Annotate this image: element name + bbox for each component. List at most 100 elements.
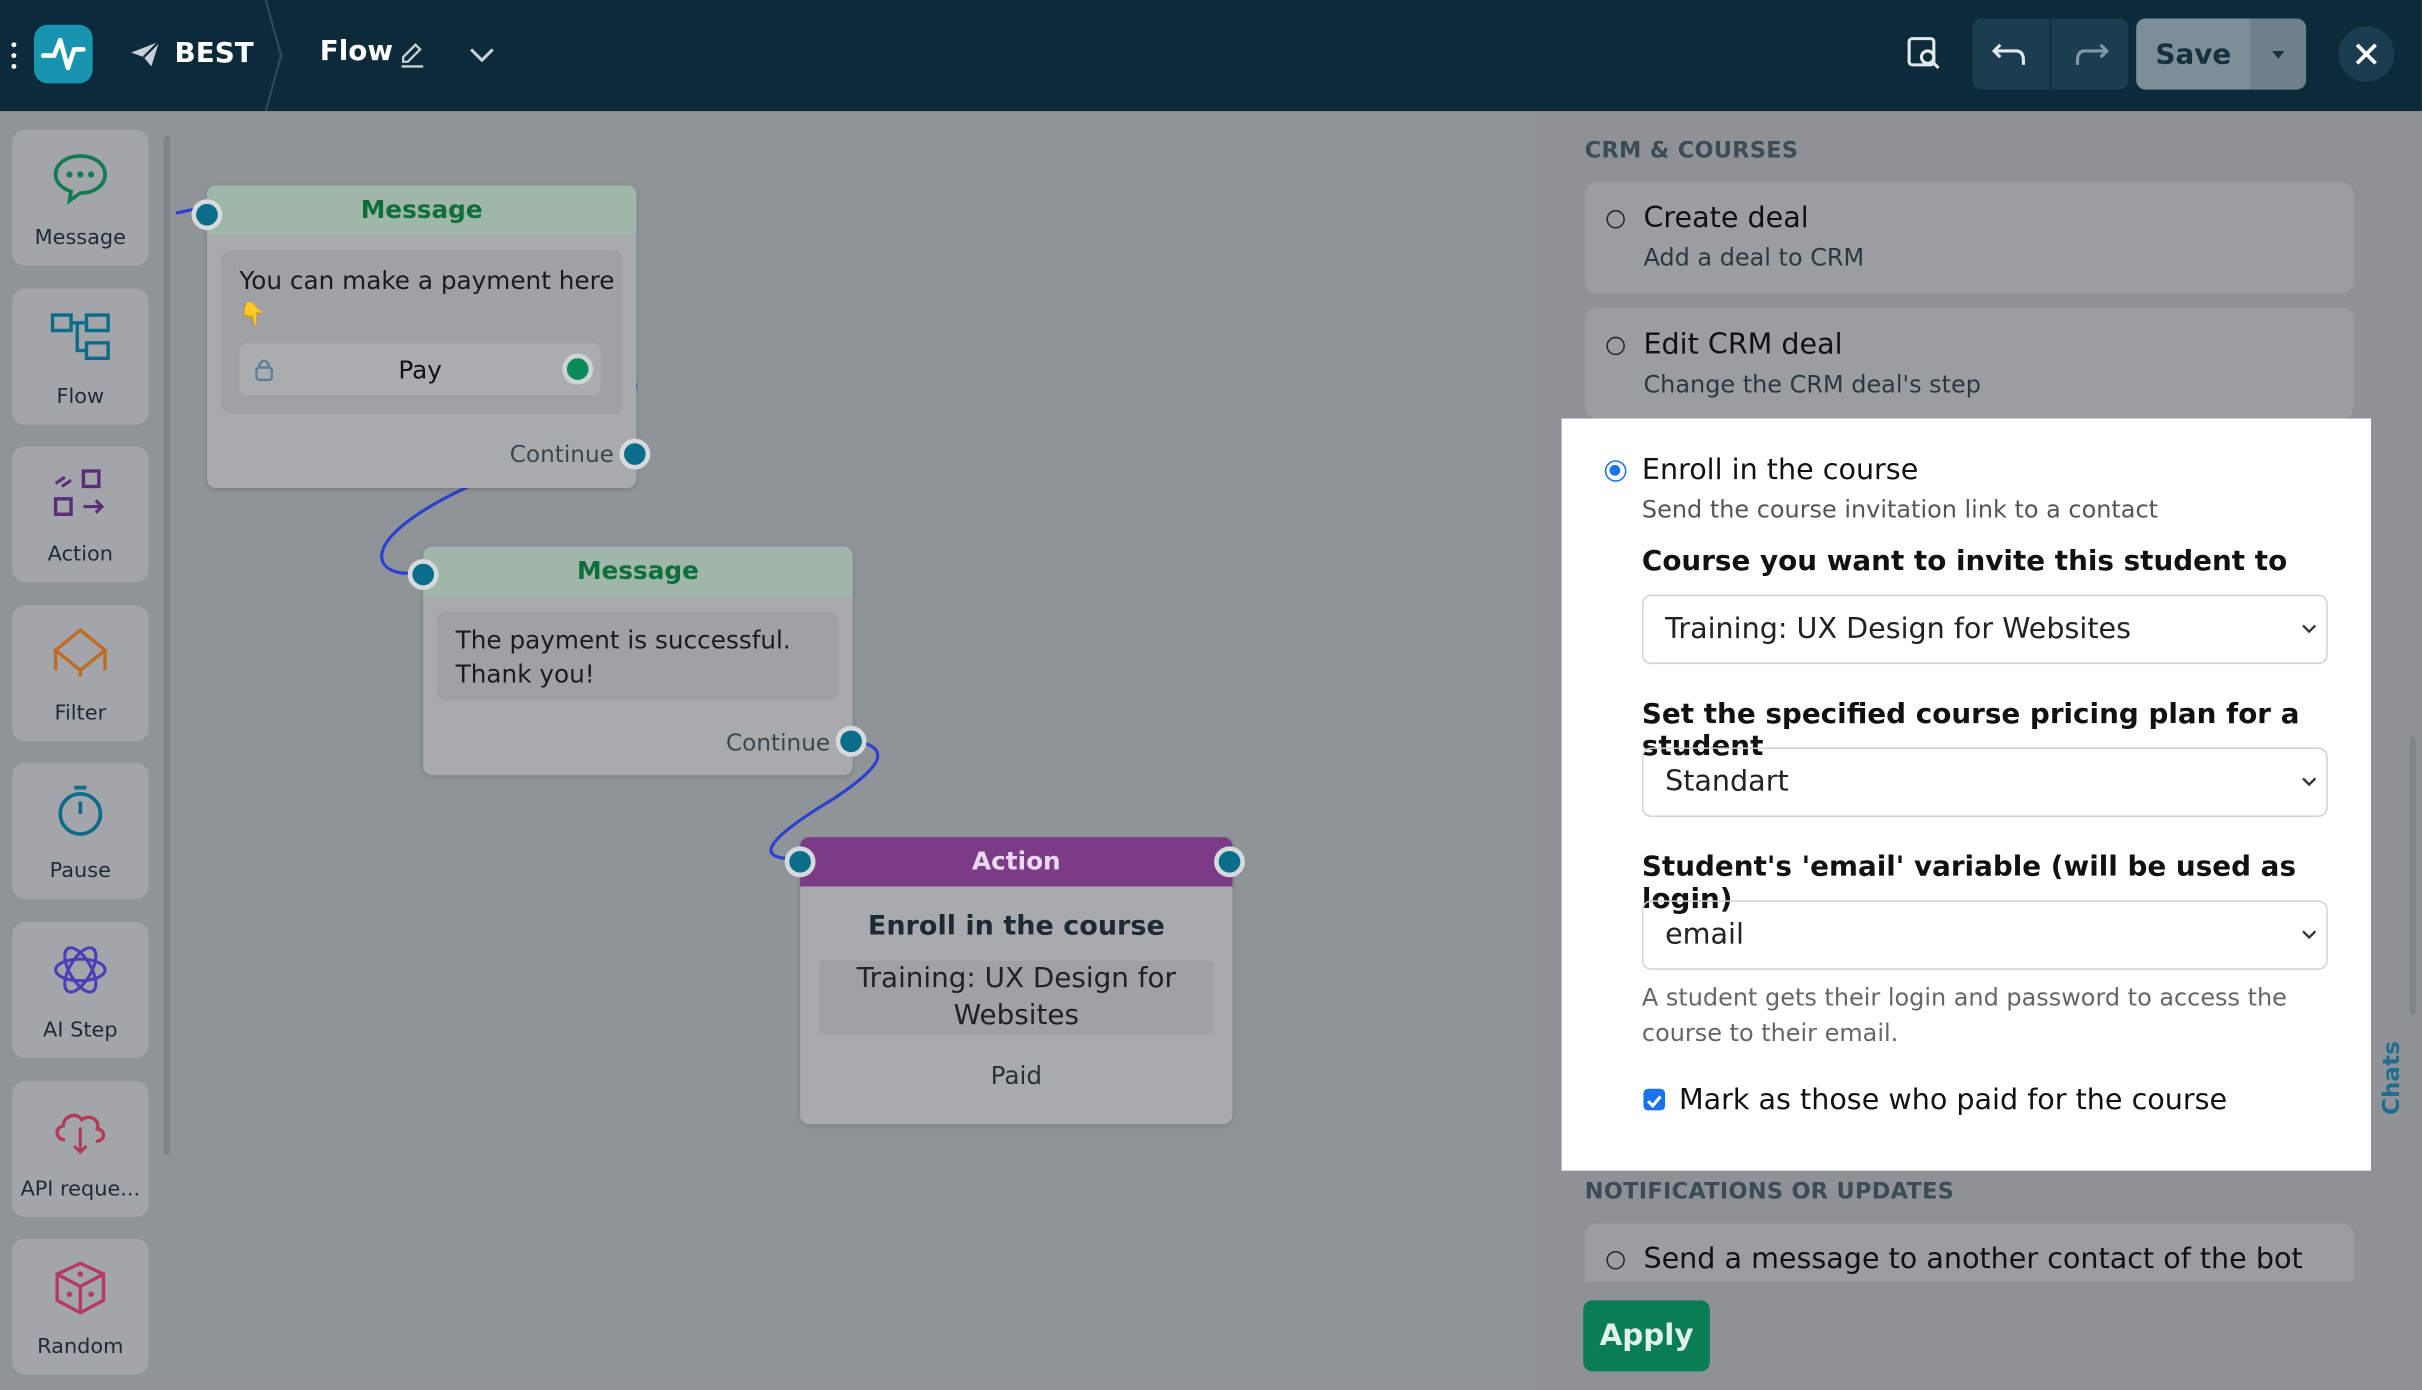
edit-pencil-icon[interactable] [399, 40, 427, 74]
node3-output-port[interactable] [1214, 846, 1245, 878]
flow-canvas[interactable]: Message You can make a payment here 👇 Pa… [169, 111, 1536, 1390]
caret-down-icon [2272, 50, 2285, 59]
tool-label: Filter [54, 701, 107, 726]
chevron-down-icon [2302, 777, 2317, 787]
pointing-down-emoji: 👇 [239, 302, 267, 328]
action-icon [53, 469, 105, 516]
message-node-2[interactable]: Message The payment is successful. Thank… [423, 546, 853, 776]
undo-icon [1991, 43, 2025, 65]
option-title: Edit CRM deal [1643, 328, 1843, 362]
filter-icon [52, 627, 108, 677]
tool-label: API reque... [20, 1176, 141, 1202]
flow-icon [50, 313, 110, 360]
email-hint-line2: course to their email. [1641, 1019, 1899, 1048]
radio-create-deal[interactable] [1606, 210, 1625, 229]
plan-field-label: Set the specified course pricing plan fo… [1641, 698, 2300, 763]
action-title: Enroll in the course [867, 911, 1165, 943]
breadcrumb-divider [263, 0, 285, 117]
message-bubble: You can make a payment here 👇 Pay [220, 250, 623, 414]
paid-checkbox-label[interactable]: Mark as those who paid for the course [1678, 1084, 2228, 1117]
panel-scrollbar[interactable] [2409, 736, 2416, 1015]
flow-title[interactable]: Flow [319, 35, 394, 68]
close-button[interactable] [2338, 26, 2395, 82]
tool-ai-step[interactable]: AI Step [12, 922, 149, 1058]
section-heading-crm: CRM & COURSES [1584, 138, 1799, 164]
option-subtitle: Change the CRM deal's step [1643, 370, 1981, 399]
checkmark-icon [1646, 1095, 1662, 1109]
redo-icon [2075, 43, 2110, 65]
option-title: Send a message to another contact of the… [1643, 1243, 2303, 1276]
paid-status: Paid [990, 1061, 1043, 1091]
enroll-course-highlight: Enroll in the course Send the course inv… [1561, 418, 2371, 1171]
email-variable-select[interactable]: email [1641, 900, 2328, 970]
stopwatch-icon [58, 785, 103, 836]
close-icon [2355, 43, 2377, 65]
radio-send-message[interactable] [1606, 1250, 1625, 1270]
paid-checkbox[interactable] [1643, 1088, 1666, 1111]
course-name-line2: Websites [953, 999, 1079, 1032]
option-send-message[interactable]: Send a message to another contact of the… [1584, 1223, 2354, 1282]
undo-button[interactable] [1972, 18, 2050, 90]
top-bar: BEST Flow Save [0, 0, 2422, 112]
tool-label: AI Step [43, 1017, 118, 1043]
option-edit-crm-deal[interactable]: Edit CRM deal Change the CRM deal's step [1584, 307, 2354, 419]
option-title: Create deal [1643, 202, 1809, 235]
more-vertical-icon[interactable] [11, 40, 17, 71]
course-select[interactable]: Training: UX Design for Websites [1641, 594, 2328, 665]
message-bubble-icon [53, 154, 107, 205]
tool-panel: Message Flow Action Filter Pause AI Step… [0, 111, 170, 1390]
radio-enroll-selected[interactable] [1604, 460, 1627, 482]
action-node[interactable]: Action Enroll in the course Training: UX… [800, 837, 1233, 1125]
chats-tab[interactable]: Chats [2374, 1019, 2422, 1143]
tool-random[interactable]: Random [12, 1238, 149, 1375]
search-map-icon[interactable] [1904, 34, 1941, 77]
option-enroll-in-course[interactable]: Enroll in the course Send the course inv… [1583, 433, 2353, 1153]
node3-input-port[interactable] [784, 846, 816, 878]
continue-label: Continue [725, 728, 831, 757]
radio-edit-crm-deal[interactable] [1606, 336, 1625, 356]
tool-flow[interactable]: Flow [12, 288, 149, 425]
node2-input-port[interactable] [407, 559, 439, 590]
lock-icon [255, 359, 274, 382]
option-subtitle: Add a deal to CRM [1643, 244, 1865, 272]
ai-icon [54, 946, 107, 994]
node2-continue-port[interactable] [835, 725, 867, 757]
app-logo-icon[interactable] [33, 24, 93, 84]
chats-tab-label: Chats [2377, 1041, 2405, 1116]
pay-button[interactable]: Pay [239, 342, 601, 396]
node-header: Action [800, 837, 1233, 887]
continue-label: Continue [509, 440, 614, 468]
course-name-box: Training: UX Design for Websites [818, 960, 1215, 1035]
option-create-deal[interactable]: Create deal Add a deal to CRM [1584, 182, 2354, 294]
message-bubble: The payment is successful. Thank you! [437, 611, 839, 702]
dice-icon [55, 1261, 106, 1315]
course-name-line1: Training: UX Design for [856, 962, 1176, 995]
apply-button[interactable]: Apply [1583, 1300, 1710, 1372]
node-header: Message [423, 546, 853, 597]
pricing-plan-select[interactable]: Standart [1641, 747, 2328, 817]
project-name[interactable]: BEST [174, 37, 254, 70]
node-header: Message [206, 185, 637, 235]
save-button[interactable]: Save [2136, 18, 2251, 90]
tool-pause[interactable]: Pause [12, 762, 149, 899]
tool-action[interactable]: Action [12, 446, 149, 583]
message-text: You can make a payment here [239, 265, 615, 295]
chevron-down-icon[interactable] [466, 43, 497, 72]
tool-filter[interactable]: Filter [12, 605, 149, 742]
node1-input-port[interactable] [191, 199, 223, 231]
option-title: Enroll in the course [1641, 454, 1919, 487]
tool-label: Message [34, 225, 127, 251]
redo-button[interactable] [2051, 18, 2129, 90]
email-field-label: Student's 'email' variable (will be used… [1641, 850, 2296, 916]
course-field-label: Course you want to invite this student t… [1641, 545, 2288, 578]
telegram-icon [130, 39, 161, 76]
message-node-1[interactable]: Message You can make a payment here 👇 Pa… [206, 185, 637, 489]
pay-button-port[interactable] [562, 353, 594, 385]
tool-message[interactable]: Message [12, 129, 149, 266]
tool-api-request[interactable]: API reque... [12, 1081, 149, 1217]
node1-continue-port[interactable] [619, 438, 651, 470]
tool-panel-scrollbar[interactable] [163, 135, 170, 1156]
save-options-button[interactable] [2250, 18, 2307, 90]
message-text-line1: The payment is successful. [455, 625, 791, 655]
tool-label: Pause [49, 858, 111, 884]
